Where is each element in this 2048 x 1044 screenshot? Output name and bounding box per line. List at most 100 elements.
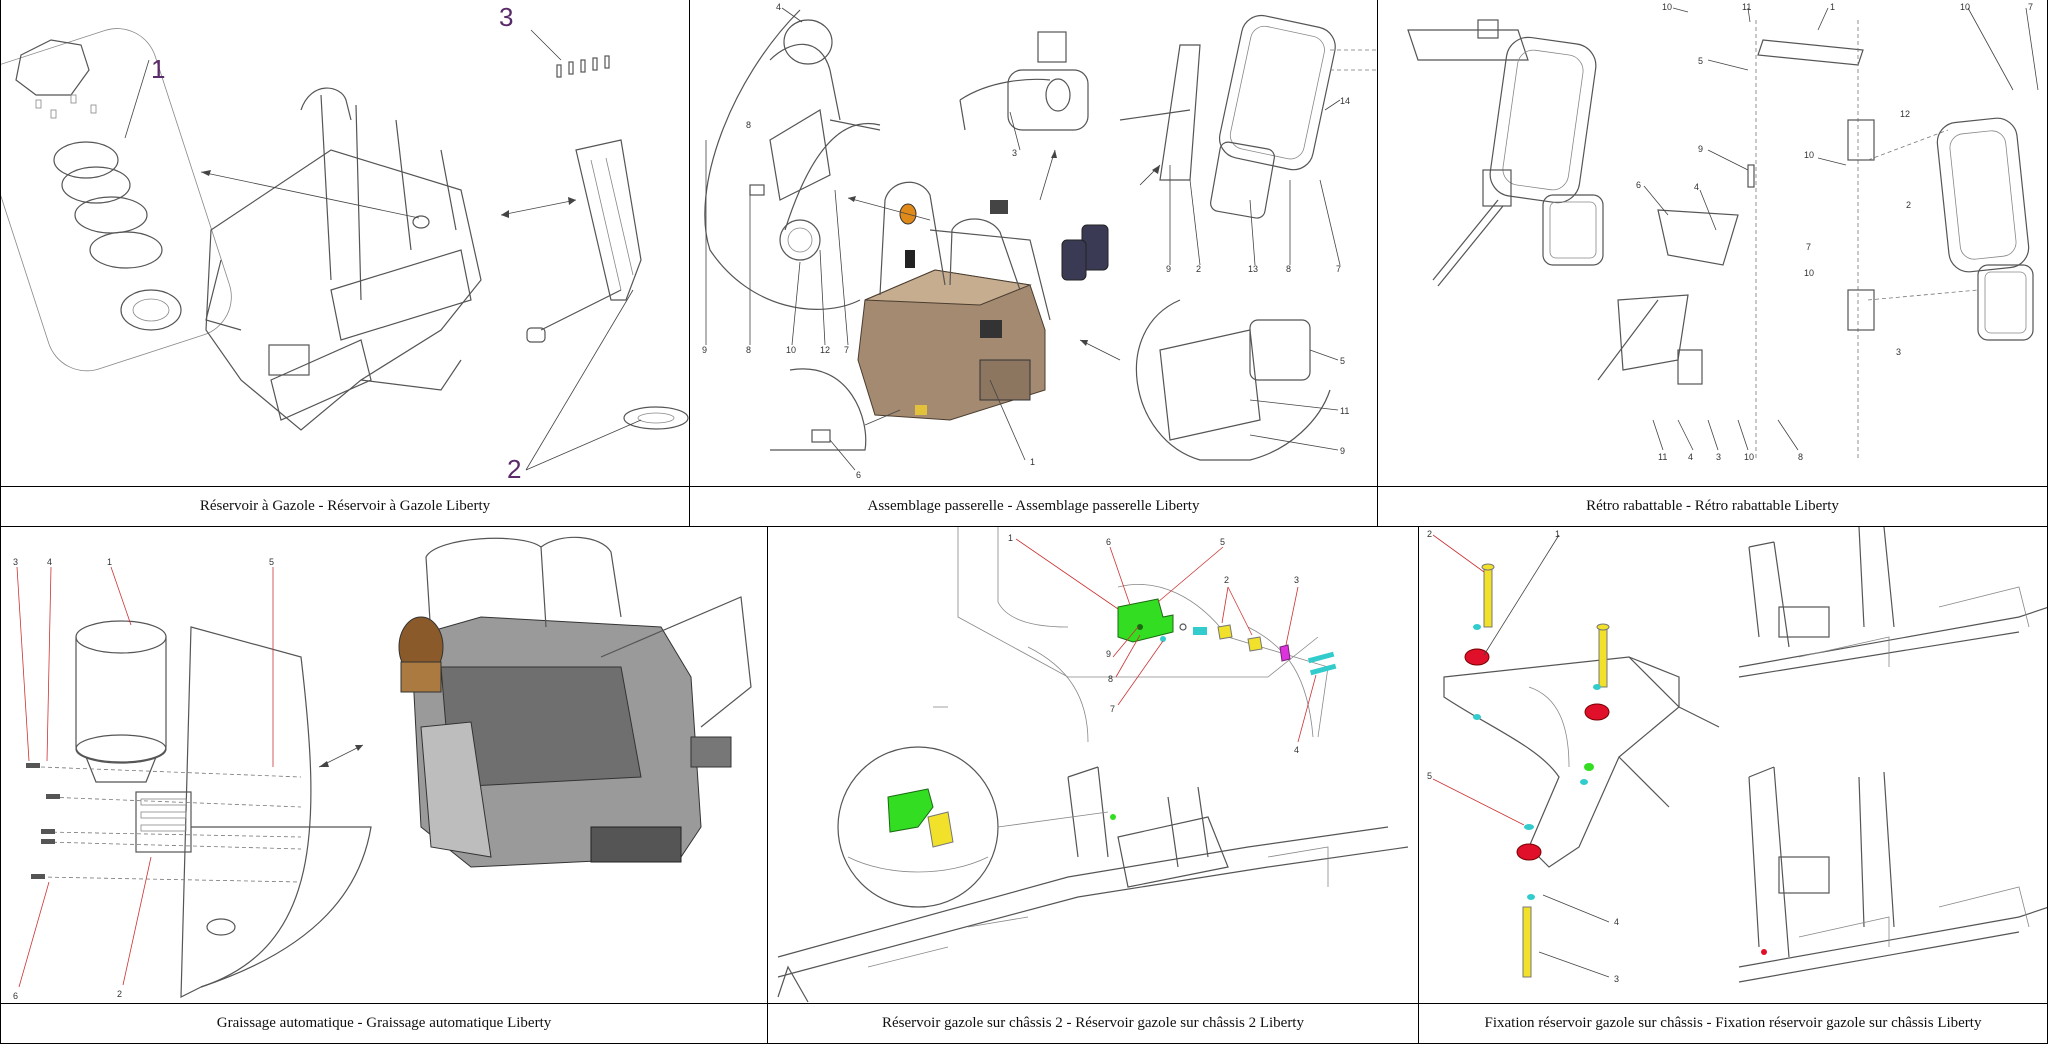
callout-label: 10 bbox=[1804, 268, 1814, 278]
callout-label: 6 bbox=[1106, 537, 1111, 547]
row-top: 1 3 bbox=[0, 0, 2048, 527]
fuel-tank-frame bbox=[205, 87, 482, 431]
callout-label: 9 bbox=[1106, 649, 1111, 659]
chassis-view-top bbox=[1738, 527, 2047, 678]
tile-reservoir-chassis-2[interactable]: 1 6 5 2 3 9 8 7 4 bbox=[767, 526, 1419, 1044]
callout-label: 1 bbox=[1830, 2, 1835, 12]
callout-label: 1 bbox=[107, 557, 112, 567]
callout-label: 14 bbox=[1340, 96, 1350, 106]
callout-label: 12 bbox=[1900, 109, 1910, 119]
exploded-view-fixation: 2 1 5 4 3 bbox=[1419, 527, 2047, 1004]
grease-pump bbox=[75, 620, 192, 853]
callout-label: 3 bbox=[499, 2, 513, 32]
callout-label: 10 bbox=[1662, 2, 1672, 12]
pad-magenta bbox=[1279, 644, 1291, 662]
clamp-yellow bbox=[1247, 636, 1263, 652]
tile-retro-rabattable[interactable]: 10 11 1 5 9 6 4 bbox=[1377, 0, 2048, 527]
tile-caption: Réservoir à Gazole - Réservoir à Gazole … bbox=[199, 498, 491, 514]
callout-label: 1 bbox=[1008, 533, 1013, 543]
callout-label: 10 bbox=[1744, 452, 1754, 462]
hinge-bracket bbox=[1847, 289, 1875, 331]
exploded-view-reservoir-gazole: 1 3 bbox=[1, 0, 689, 487]
callout-label: 8 bbox=[1798, 452, 1803, 462]
tile-reservoir-gazole[interactable]: 1 3 bbox=[0, 0, 690, 527]
callout-label: 7 bbox=[844, 345, 849, 355]
callout-label: 1 bbox=[151, 54, 165, 84]
callout-label: 12 bbox=[820, 345, 830, 355]
row-bottom: 3 4 1 5 6 2 bbox=[0, 526, 2048, 1044]
tile-graissage-automatique[interactable]: 3 4 1 5 6 2 bbox=[0, 526, 768, 1044]
callout-label: 7 bbox=[1806, 242, 1811, 252]
bolt-set bbox=[556, 55, 610, 78]
callout-label: 5 bbox=[1220, 537, 1225, 547]
exploded-view-graissage: 3 4 1 5 6 2 bbox=[1, 527, 767, 1004]
callout-label: 6 bbox=[1636, 180, 1641, 190]
gasket bbox=[623, 406, 689, 430]
callout-label: 4 bbox=[1294, 745, 1299, 755]
beacon-detail bbox=[783, 19, 833, 65]
chassis-frame bbox=[777, 766, 1409, 1003]
cab-assembly bbox=[857, 181, 1109, 421]
callout-label: 3 bbox=[1896, 347, 1901, 357]
clamp-yellow bbox=[1217, 624, 1233, 640]
cab-grey bbox=[398, 536, 752, 868]
cap-assembly bbox=[1, 28, 232, 372]
callout-label: 11 bbox=[1340, 406, 1349, 416]
callout-label: 5 bbox=[269, 557, 274, 567]
callout-label: 8 bbox=[1286, 264, 1291, 274]
callout-label: 11 bbox=[1658, 452, 1667, 462]
tile-caption: Assemblage passerelle - Assemblage passe… bbox=[867, 498, 1200, 514]
callout-label: 11 bbox=[1742, 2, 1751, 12]
callout-label: 8 bbox=[746, 120, 751, 130]
tile-caption: Fixation réservoir gazole sur châssis - … bbox=[1484, 1015, 1982, 1031]
callout-label: 9 bbox=[702, 345, 707, 355]
callout-label: 1 bbox=[1030, 457, 1035, 467]
callout-label: 4 bbox=[47, 557, 52, 567]
callout-label: 3 bbox=[1012, 148, 1017, 158]
joystick-housing bbox=[1007, 69, 1089, 131]
assembled-mirror bbox=[1407, 19, 1604, 287]
chassis-view-bottom bbox=[1738, 766, 2047, 983]
callout-label: 2 bbox=[1196, 264, 1201, 274]
callout-label: 4 bbox=[1694, 182, 1699, 192]
mirror-glass bbox=[1936, 117, 2034, 341]
callout-label: 3 bbox=[1294, 575, 1299, 585]
callout-label: 7 bbox=[2028, 2, 2033, 12]
tank-bracket bbox=[526, 139, 642, 343]
callout-label: 5 bbox=[1340, 356, 1345, 366]
callout-label: 8 bbox=[1108, 674, 1113, 684]
callout-label: 4 bbox=[1688, 452, 1693, 462]
callout-label: 10 bbox=[786, 345, 796, 355]
exploded-view-reservoir-chassis-2: 1 6 5 2 3 9 8 7 4 bbox=[768, 527, 1418, 1004]
callout-label: 9 bbox=[1698, 144, 1703, 154]
exploded-view-retro: 10 11 1 5 9 6 4 bbox=[1378, 0, 2047, 487]
callout-label: 2 bbox=[1427, 529, 1432, 539]
callout-label: 4 bbox=[1614, 917, 1619, 927]
tile-fixation-reservoir-chassis[interactable]: 2 1 5 4 3 bbox=[1418, 526, 2048, 1044]
callout-label: 6 bbox=[856, 470, 861, 480]
tile-caption: Graissage automatique - Graissage automa… bbox=[216, 1015, 552, 1031]
callout-label: 7 bbox=[1110, 704, 1115, 714]
callout-label: 2 bbox=[1906, 200, 1911, 210]
hinge-bracket bbox=[1847, 119, 1875, 161]
callout-label: 10 bbox=[1804, 150, 1814, 160]
callout-label: 4 bbox=[776, 2, 781, 12]
callout-label: 1 bbox=[1555, 529, 1560, 539]
callout-label: 7 bbox=[1336, 264, 1341, 274]
callout-label: 9 bbox=[1340, 446, 1345, 456]
callout-label: 5 bbox=[1427, 771, 1432, 781]
light-detail bbox=[779, 219, 821, 261]
tile-caption: Rétro rabattable - Rétro rabattable Libe… bbox=[1586, 498, 1839, 514]
callout-label: 5 bbox=[1698, 56, 1703, 66]
mirror-assembly bbox=[1119, 14, 1336, 219]
callout-label: 3 bbox=[1716, 452, 1721, 462]
callout-label: 3 bbox=[1614, 974, 1619, 984]
callout-label: 2 bbox=[117, 989, 122, 999]
exploded-view-passerelle: 8 4 9 8 10 12 7 3 bbox=[690, 0, 1377, 487]
callout-label: 2 bbox=[1224, 575, 1229, 585]
callout-label: 8 bbox=[746, 345, 751, 355]
callout-label: 13 bbox=[1248, 264, 1258, 274]
tile-assemblage-passerelle[interactable]: 8 4 9 8 10 12 7 3 bbox=[689, 0, 1378, 527]
callout-label: 6 bbox=[13, 991, 18, 1001]
